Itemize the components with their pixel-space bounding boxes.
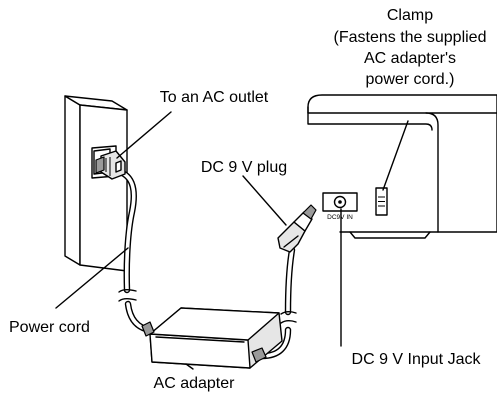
dc-input-jack: DC9V IN — [322, 192, 358, 221]
ac-plug — [95, 150, 126, 180]
power-cord-label: Power cord — [9, 319, 90, 336]
clamp — [375, 187, 388, 216]
dc-plug-label: DC 9 V plug — [201, 159, 287, 176]
clamp-label: Clamp — [387, 7, 433, 24]
ac-outlet-label: To an AC outlet — [160, 89, 269, 106]
ac-adapter-unit — [141, 307, 283, 369]
labels: Clamp (Fastens the supplied AC adapter's… — [9, 7, 486, 392]
clamp-desc-line1: (Fastens the supplied — [334, 29, 487, 46]
wall-outlet — [64, 95, 128, 272]
ac-adapter-label: AC adapter — [154, 375, 236, 392]
clamp-desc-line2: AC adapter's — [364, 50, 456, 67]
clamp-desc-line3: power cord.) — [366, 71, 455, 88]
dc-input-jack-label: DC 9 V Input Jack — [352, 351, 482, 368]
dc-plug — [277, 204, 317, 253]
leader-lines — [55, 111, 409, 370]
device-body — [307, 94, 497, 239]
jack-marking: DC9V IN — [327, 214, 353, 221]
